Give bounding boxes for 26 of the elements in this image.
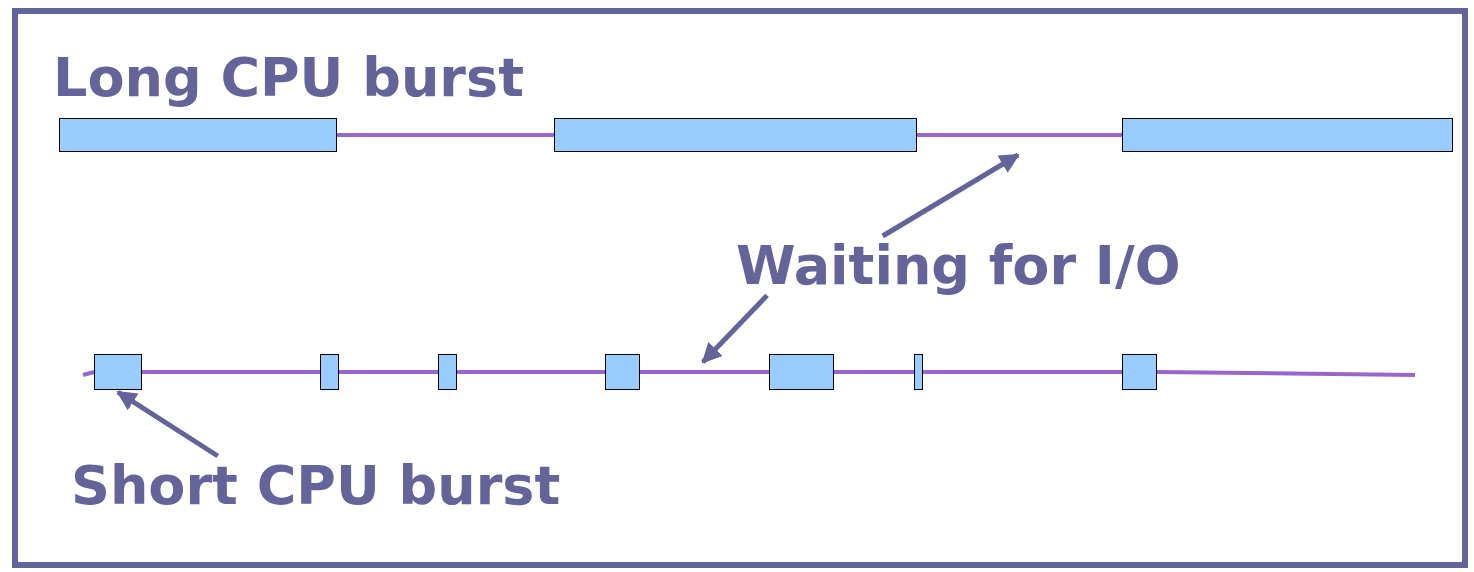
heading-label: Long CPU burst [53, 48, 524, 108]
callout-label: Short CPU burst [71, 456, 561, 516]
timeline-line [1156, 370, 1416, 377]
leader-line [116, 390, 220, 459]
cpu-burst-bar [1122, 118, 1453, 152]
timeline-line [337, 133, 554, 137]
timeline-line [142, 370, 320, 374]
cpu-burst-bar [769, 354, 834, 390]
cpu-burst-bar [94, 354, 142, 390]
cpu-burst-bar [59, 118, 337, 152]
timeline-line [917, 133, 1122, 137]
timeline-line [923, 370, 1122, 374]
timeline-line [339, 370, 438, 374]
callout-label: Waiting for I/O [736, 236, 1181, 296]
cpu-burst-bar [1122, 354, 1157, 390]
cpu-burst-bar [605, 354, 640, 390]
timeline-line [457, 370, 605, 374]
leader-line [701, 293, 769, 364]
cpu-burst-bar [320, 354, 339, 390]
timeline-line [82, 370, 95, 377]
timeline-line [640, 370, 769, 374]
timeline-line [834, 370, 914, 374]
cpu-burst-bar [438, 354, 457, 390]
cpu-burst-bar [914, 354, 923, 390]
leader-line [881, 152, 1020, 239]
cpu-burst-bar [554, 118, 917, 152]
